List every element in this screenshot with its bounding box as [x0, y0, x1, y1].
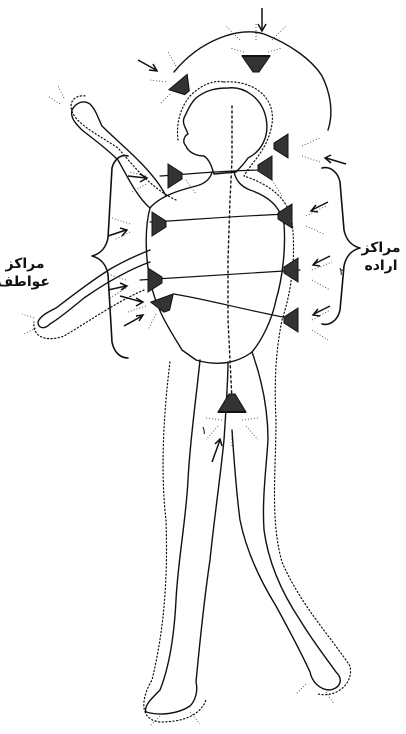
funnel-center-icon: [284, 308, 298, 332]
funnel-center-icon: [258, 156, 272, 180]
will-centers-label: مراکز اراده: [356, 240, 406, 275]
left-brace: [92, 156, 128, 358]
head-arc: [174, 32, 331, 130]
arrow-icon: [258, 8, 266, 31]
funnel-center-icon: [218, 394, 246, 412]
emotion-centers-line1: مراکز: [0, 256, 50, 274]
arrow-icon: [325, 155, 346, 164]
funnel-center-icon: [169, 74, 196, 100]
will-centers-line2: اراده: [356, 258, 406, 276]
nerve-line-2: [150, 214, 292, 222]
arrow-icon: [124, 315, 143, 326]
nerve-line-3: [140, 270, 300, 280]
marker-two: ۲: [339, 265, 345, 278]
raised-arm: [72, 102, 166, 208]
funnel-center-icon: [168, 164, 182, 188]
arrow-icon: [128, 174, 147, 182]
right-brace: [322, 168, 360, 325]
nerve-line-4: [174, 294, 298, 320]
back-leg: [232, 352, 340, 690]
emotion-centers-label: مراکز عواطف: [0, 256, 50, 291]
arrow-icon: [313, 306, 330, 316]
torso-outline: [146, 172, 284, 363]
funnel-center-icon: [152, 212, 166, 236]
funnel-center-icon: [148, 268, 162, 292]
arrow-icon: [313, 256, 330, 266]
arrow-icon: [212, 439, 222, 462]
arrow-icon: [138, 60, 157, 71]
will-centers-line1: مراکز: [356, 240, 406, 258]
funnel-center-icon: [274, 134, 288, 158]
arrow-icon: [108, 283, 127, 290]
arrow-icon: [311, 202, 328, 212]
arrow-icon: [120, 296, 143, 306]
center-funnels: [148, 56, 298, 412]
lowered-arm: [38, 250, 150, 328]
spine-line: [228, 106, 232, 400]
marker-one: ۱: [201, 424, 207, 437]
emotion-centers-line2: عواطف: [0, 274, 50, 292]
front-leg: [146, 360, 228, 714]
funnel-center-icon: [278, 204, 292, 228]
funnel-center-icon: [242, 56, 270, 72]
